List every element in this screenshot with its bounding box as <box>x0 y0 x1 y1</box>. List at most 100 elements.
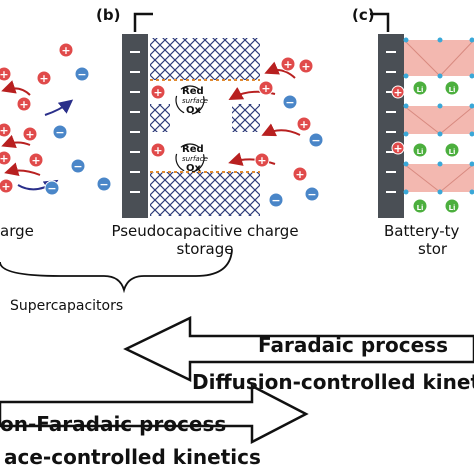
svg-text:+: + <box>1 180 10 193</box>
lithium-ion-icon: Li <box>412 142 428 158</box>
panel-tag-c: (c) <box>352 6 375 24</box>
svg-text:+: + <box>295 168 304 181</box>
redox-red-lower: Red <box>182 144 204 155</box>
anion-icon: − <box>304 186 320 202</box>
svg-text:−: − <box>73 160 82 173</box>
faradaic-line1: Faradaic process <box>258 333 448 357</box>
svg-text:+: + <box>39 72 48 85</box>
svg-text:+: + <box>257 154 266 167</box>
svg-text:−: − <box>77 68 86 81</box>
faradaic-arrow <box>123 316 474 382</box>
svg-text:+: + <box>0 124 9 137</box>
svg-text:+: + <box>393 142 402 155</box>
svg-text:+: + <box>31 154 40 167</box>
anion-icon: − <box>268 192 284 208</box>
svg-text:Li: Li <box>449 86 456 94</box>
svg-text:Li: Li <box>417 204 424 212</box>
cation-icon: + <box>58 42 74 58</box>
non-faradaic-line1: on-Faradaic process <box>0 412 227 436</box>
svg-text:−: − <box>311 134 320 147</box>
svg-text:+: + <box>283 58 292 71</box>
lithium-ion-icon: Li <box>444 142 460 158</box>
cation-icon: + <box>150 142 166 158</box>
electrode-lead-c <box>370 12 390 32</box>
svg-text:−: − <box>285 96 294 109</box>
redox-surface-upper: surface <box>182 97 208 105</box>
svg-text:−: − <box>55 126 64 139</box>
svg-text:−: − <box>271 194 280 207</box>
redox-cycle-upper <box>175 85 205 115</box>
svg-text:+: + <box>0 68 9 81</box>
cation-icon: + <box>16 96 32 112</box>
svg-text:+: + <box>299 118 308 131</box>
svg-text:−: − <box>47 182 56 195</box>
non-faradaic-arrow <box>0 383 309 445</box>
svg-text:−: − <box>99 178 108 191</box>
cation-icon: + <box>28 152 44 168</box>
anion-icon: − <box>70 158 86 174</box>
svg-text:+: + <box>25 128 34 141</box>
cation-icon: + <box>0 150 12 166</box>
panel-c-caption-line2: stor <box>418 240 448 258</box>
cation-icon: + <box>391 141 405 155</box>
panel-tag-b: (b) <box>96 6 121 24</box>
lithium-ion-icon: Li <box>444 80 460 96</box>
svg-text:+: + <box>61 44 70 57</box>
svg-text:Li: Li <box>417 148 424 156</box>
supercapacitors-label: Supercapacitors <box>10 298 124 314</box>
electrode-b <box>122 34 148 218</box>
anion-icon: − <box>308 132 324 148</box>
redox-surface-lower: surface <box>182 155 208 163</box>
cation-icon: + <box>0 66 12 82</box>
redox-red-upper: Red <box>182 86 204 97</box>
electrode-lead-b <box>133 12 153 32</box>
anion-icon: − <box>96 176 112 192</box>
cation-icon: + <box>0 122 12 138</box>
cation-icon: + <box>298 58 314 74</box>
non-faradaic-line2: ace-controlled kinetics <box>4 445 261 469</box>
electrode-b-charges <box>130 51 140 193</box>
svg-text:+: + <box>19 98 28 111</box>
redox-cycle-lower <box>175 143 205 173</box>
redox-ox-lower: Ox <box>186 163 201 174</box>
lithium-ion-icon: Li <box>412 80 428 96</box>
cation-icon: + <box>36 70 52 86</box>
cation-icon: + <box>296 116 312 132</box>
layered-host <box>403 37 474 195</box>
svg-text:Li: Li <box>449 148 456 156</box>
svg-text:−: − <box>307 188 316 201</box>
cation-icon: + <box>150 84 166 100</box>
cation-icon: + <box>0 178 14 194</box>
cation-icon: + <box>258 80 274 96</box>
panel-b-caption-line2: storage <box>176 240 234 258</box>
cation-icon: + <box>254 152 270 168</box>
svg-text:+: + <box>261 82 270 95</box>
electrode-c-charges <box>386 51 396 193</box>
supercapacitors-brace <box>0 249 233 294</box>
svg-text:+: + <box>153 144 162 157</box>
lithium-ion-icon: Li <box>412 198 428 214</box>
anion-icon: − <box>52 124 68 140</box>
panel-b-caption-line1: Pseudocapacitive charge <box>111 222 299 240</box>
panel-c-caption-line1: Battery-ty <box>384 222 460 240</box>
anion-icon: − <box>74 66 90 82</box>
cation-icon: + <box>22 126 38 142</box>
panel-a-caption: arge <box>0 222 34 240</box>
svg-text:+: + <box>0 152 9 165</box>
anion-icon: − <box>44 180 60 196</box>
electrode-c <box>378 34 404 218</box>
faradaic-line2: Diffusion-controlled kineti <box>192 370 474 394</box>
redox-ox-upper: Ox <box>186 105 201 116</box>
svg-text:Li: Li <box>449 204 456 212</box>
pseudocap-material <box>150 38 260 216</box>
lithium-ion-icon: Li <box>444 198 460 214</box>
cation-icon: + <box>391 85 405 99</box>
anion-icon: − <box>282 94 298 110</box>
cation-icon: + <box>292 166 308 182</box>
svg-text:+: + <box>301 60 310 73</box>
cation-icon: + <box>280 56 296 72</box>
svg-text:+: + <box>153 86 162 99</box>
svg-text:+: + <box>393 86 402 99</box>
